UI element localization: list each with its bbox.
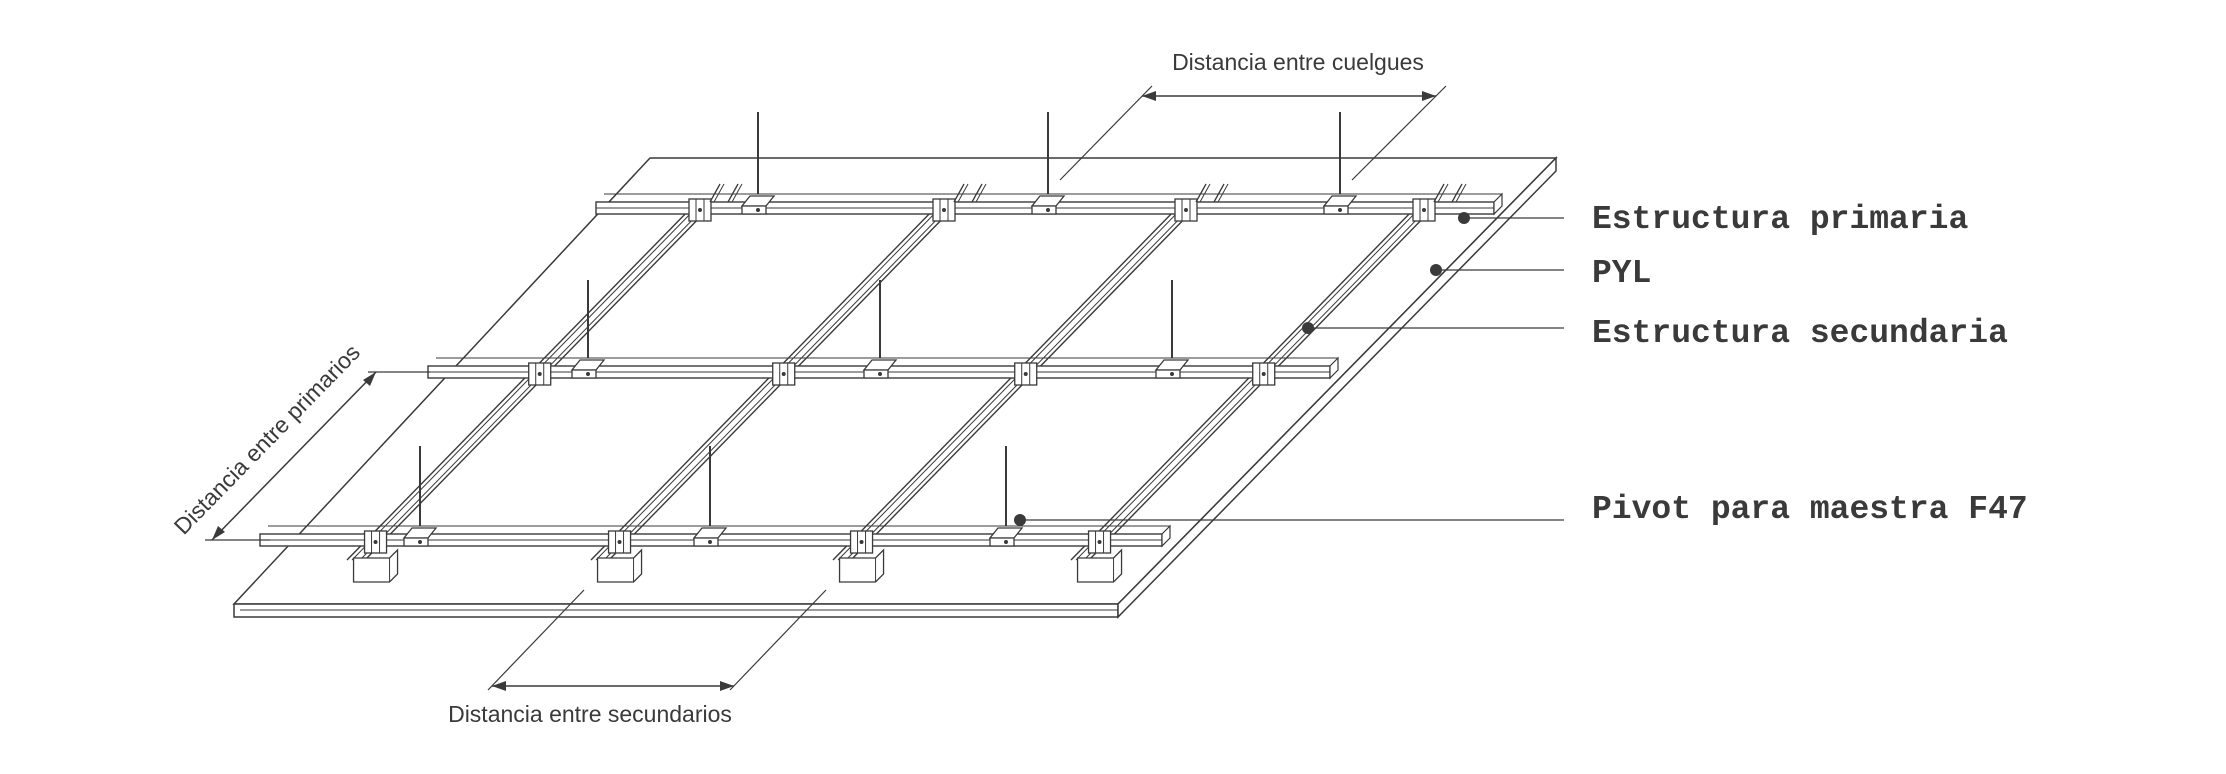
hanger-with-pivot xyxy=(692,446,728,547)
label-estructura-primaria: Estructura primaria xyxy=(1592,201,1968,238)
hanger-with-pivot xyxy=(1154,280,1190,379)
hanger-with-pivot xyxy=(740,112,776,215)
connector-clip xyxy=(1252,362,1276,386)
hanger-with-pivot xyxy=(1322,112,1358,215)
leader-secundaria: Estructura secundaria xyxy=(1302,315,2008,352)
hangers xyxy=(402,112,1358,547)
label-pivot: Pivot para maestra F47 xyxy=(1592,491,2028,528)
connector-clip xyxy=(528,362,552,386)
connector-clip xyxy=(1174,198,1198,222)
connector-clip xyxy=(688,198,712,222)
hanger-with-pivot xyxy=(402,446,438,547)
connector-clip xyxy=(1014,362,1038,386)
connector-clip xyxy=(352,530,399,583)
leader-primaria: Estructura primaria xyxy=(1458,201,1968,238)
hanger-with-pivot xyxy=(570,280,606,379)
label-pyl: PYL xyxy=(1592,255,1651,292)
hanger-with-pivot xyxy=(862,280,898,379)
connector-clip xyxy=(1076,530,1123,583)
dimension-secundarios-label: Distancia entre secundarios xyxy=(448,701,732,727)
label-estructura-secundaria: Estructura secundaria xyxy=(1592,315,2008,352)
leader-pyl: PYL xyxy=(1430,255,1651,292)
dimension-cuelgues: Distancia entre cuelgues xyxy=(1059,49,1447,181)
connector-clip xyxy=(596,530,643,583)
dimension-secundarios: Distancia entre secundarios xyxy=(448,589,827,727)
pyl-board xyxy=(232,156,1558,619)
hanger-with-pivot xyxy=(1030,112,1066,215)
connector-clip xyxy=(838,530,885,583)
hanger-with-pivot xyxy=(988,446,1024,547)
connector-clip xyxy=(932,198,956,222)
connector-clip xyxy=(1412,198,1436,222)
connector-clip xyxy=(772,362,796,386)
leader-pivot: Pivot para maestra F47 xyxy=(1014,491,2028,528)
dimension-cuelgues-label: Distancia entre cuelgues xyxy=(1172,49,1424,75)
